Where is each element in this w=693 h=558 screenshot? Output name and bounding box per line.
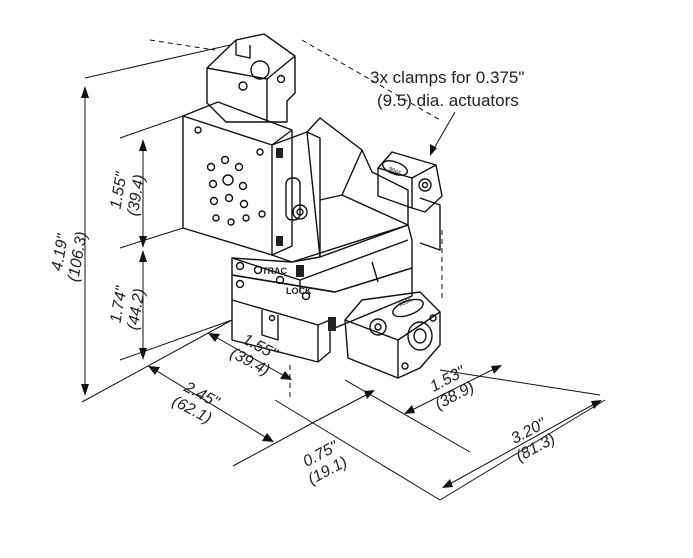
lower-base: LOCK bbox=[231, 267, 413, 363]
dim-width-overall: 3.20" (81.3) bbox=[508, 415, 558, 466]
svg-text:1.55": 1.55" bbox=[108, 170, 131, 211]
model-label-upper: 9065 bbox=[387, 166, 402, 177]
dim-lower-height: 1.74" (44.2) bbox=[108, 284, 149, 332]
lower-right-clamp: 9066 bbox=[344, 291, 441, 379]
extension-lines bbox=[81, 39, 606, 501]
dim-upper-height: 1.55" (39.4) bbox=[108, 170, 149, 218]
translation-stage-illustration: 9065 TRAC LOCK bbox=[182, 33, 443, 379]
middle-slide: TRAC bbox=[231, 224, 413, 293]
vertical-slide bbox=[271, 131, 321, 277]
dim-depth-overall: 2.45" (62.1) bbox=[169, 378, 223, 427]
dim-offset: 0.75" (19.1) bbox=[300, 438, 350, 489]
upper-right-clamp: 9065 bbox=[377, 151, 443, 251]
dim-overall-height: 4.19" (106.3) bbox=[49, 230, 91, 283]
svg-text:1.74": 1.74" bbox=[108, 284, 131, 325]
svg-text:(39.4): (39.4) bbox=[125, 173, 149, 217]
callout-text: 3x clamps for 0.375" (9.5) dia. actuator… bbox=[370, 68, 524, 110]
dim-depth-inner: 1.55" (39.4) bbox=[227, 331, 281, 380]
top-clamp bbox=[206, 33, 296, 123]
model-label-lower: 9066 bbox=[398, 297, 413, 308]
svg-text:(44.2): (44.2) bbox=[125, 287, 149, 331]
svg-text:4.19": 4.19" bbox=[49, 232, 72, 273]
mounting-holes bbox=[206, 148, 266, 226]
trac-label: TRAC bbox=[262, 266, 287, 276]
callout-line-2: (9.5) dia. actuators bbox=[377, 91, 519, 110]
dim-width-inner: 1.53" (38.9) bbox=[427, 363, 477, 414]
right-bracket bbox=[306, 117, 409, 258]
callout-line-1: 3x clamps for 0.375" bbox=[370, 68, 524, 87]
upper-plate-front bbox=[182, 101, 293, 256]
lock-label: LOCK bbox=[286, 286, 312, 296]
dimension-lines bbox=[81, 86, 602, 488]
